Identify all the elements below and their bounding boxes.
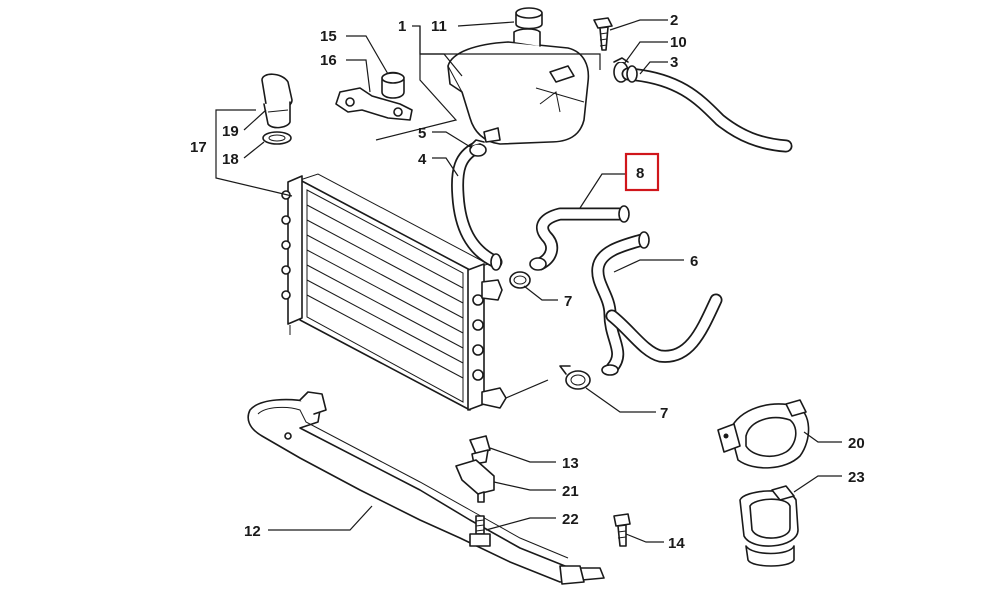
expansion-tank-cap[interactable] xyxy=(515,7,543,30)
lower-radiator-support[interactable] xyxy=(247,391,605,585)
fixing-screw[interactable] xyxy=(613,513,631,547)
label-1[interactable]: 1 xyxy=(398,18,406,35)
expansion-tank-hose[interactable] xyxy=(621,65,793,153)
label-6[interactable]: 6 xyxy=(690,253,698,270)
radiator-outlet-hose[interactable] xyxy=(591,231,723,376)
hose-clamp-upper[interactable] xyxy=(509,271,531,289)
label-20[interactable]: 20 xyxy=(848,435,865,452)
label-7-upper[interactable]: 7 xyxy=(564,293,572,310)
label-5[interactable]: 5 xyxy=(418,125,426,142)
callout-labels: 1 11 2 10 3 15 16 17 19 18 5 4 8 6 7 7 1… xyxy=(190,12,865,552)
radiator-lower-mount[interactable] xyxy=(469,435,491,465)
label-23[interactable]: 23 xyxy=(848,469,865,486)
label-3[interactable]: 3 xyxy=(670,54,678,71)
rubber-bush[interactable] xyxy=(381,71,405,99)
highlight-box xyxy=(624,152,660,192)
radiator[interactable] xyxy=(281,173,507,411)
label-7-lower[interactable]: 7 xyxy=(660,405,668,422)
label-17[interactable]: 17 xyxy=(190,139,207,156)
label-13[interactable]: 13 xyxy=(562,455,579,472)
label-10[interactable]: 10 xyxy=(670,34,687,51)
radiator-mounting-bracket[interactable] xyxy=(335,87,413,121)
radiator-inlet-hose[interactable] xyxy=(529,205,630,271)
label-21[interactable]: 21 xyxy=(562,483,579,500)
label-15[interactable]: 15 xyxy=(320,28,337,45)
hose-retaining-clip[interactable] xyxy=(739,485,799,567)
label-19[interactable]: 19 xyxy=(222,123,239,140)
label-12[interactable]: 12 xyxy=(244,523,261,540)
hose-clamp-small[interactable] xyxy=(469,139,487,157)
tank-fixing-screw[interactable] xyxy=(593,17,613,51)
drain-plug[interactable] xyxy=(261,73,293,129)
label-18[interactable]: 18 xyxy=(222,151,239,168)
temperature-sensor[interactable] xyxy=(455,459,495,503)
plug-seal[interactable] xyxy=(262,131,292,145)
label-16[interactable]: 16 xyxy=(320,52,337,69)
radiator-top-hose[interactable] xyxy=(451,141,503,271)
hose-support-bracket[interactable] xyxy=(717,399,810,469)
hose-clamp-lower[interactable] xyxy=(559,365,591,390)
expansion-tank[interactable] xyxy=(447,28,590,145)
mount-screw[interactable] xyxy=(469,515,491,547)
label-2[interactable]: 2 xyxy=(670,12,678,29)
label-22[interactable]: 22 xyxy=(562,511,579,528)
label-8[interactable]: 8 xyxy=(636,165,644,182)
leader-lines xyxy=(215,19,842,543)
label-4[interactable]: 4 xyxy=(418,151,427,168)
label-14[interactable]: 14 xyxy=(668,535,685,552)
label-11[interactable]: 11 xyxy=(431,18,447,35)
